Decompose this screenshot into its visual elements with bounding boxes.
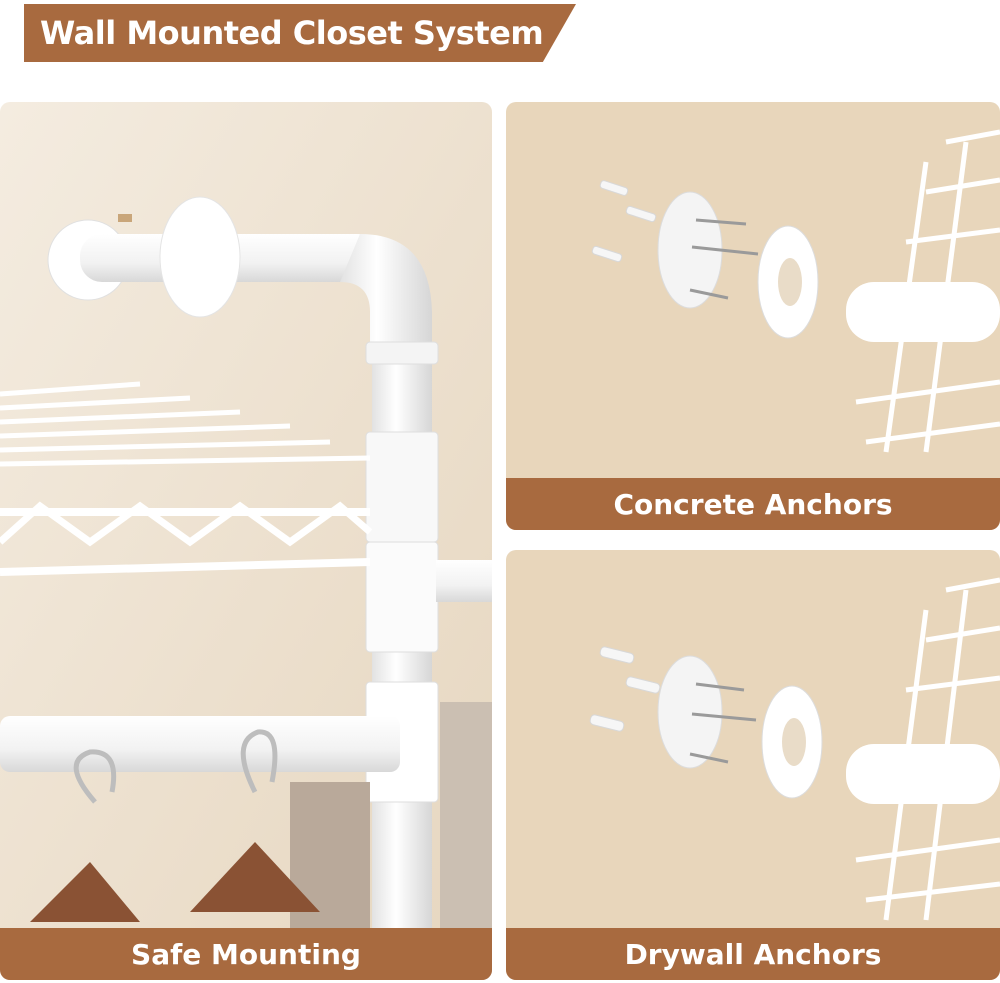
concrete-anchors-panel: Concrete Anchors (506, 102, 1000, 530)
flange-ring (159, 196, 241, 318)
safe-mounting-panel: Safe Mounting (0, 102, 492, 980)
screw-head (118, 214, 132, 222)
screws (689, 218, 759, 300)
washer-hole (778, 258, 802, 306)
drywall-anchors-panel: Drywall Anchors (506, 550, 1000, 980)
title-banner: Wall Mounted Closet System (24, 4, 576, 62)
anchor-plugs (589, 646, 661, 732)
side-pipe (436, 560, 492, 602)
wire-basket (855, 129, 1000, 453)
mounting-illustration (0, 102, 492, 980)
drywall-anchors-illustration (506, 550, 1000, 980)
concrete-anchors-illustration (506, 102, 1000, 530)
screws (689, 682, 757, 764)
pipe-end (846, 282, 1000, 342)
pipe-joint-2 (365, 431, 439, 543)
banner-title: Wall Mounted Closet System (40, 14, 544, 52)
wire-basket (855, 577, 1000, 921)
safe-mounting-caption: Safe Mounting (0, 928, 492, 980)
mounting-plate (657, 655, 723, 769)
wooden-hanger-left (30, 862, 140, 922)
pipe-joint-3 (365, 541, 439, 653)
concrete-anchors-caption: Concrete Anchors (506, 478, 1000, 530)
pipe-end (846, 744, 1000, 804)
pipe-joint-1 (365, 341, 439, 365)
drywall-anchors-caption: Drywall Anchors (506, 928, 1000, 980)
anchor-plugs (591, 180, 657, 263)
wooden-hanger-right (190, 842, 320, 912)
hanger-hooks (73, 729, 278, 804)
wire-shelf (0, 381, 373, 576)
washer-hole (782, 718, 806, 766)
hanging-rod (0, 716, 400, 772)
pipe-elbow (340, 234, 432, 342)
